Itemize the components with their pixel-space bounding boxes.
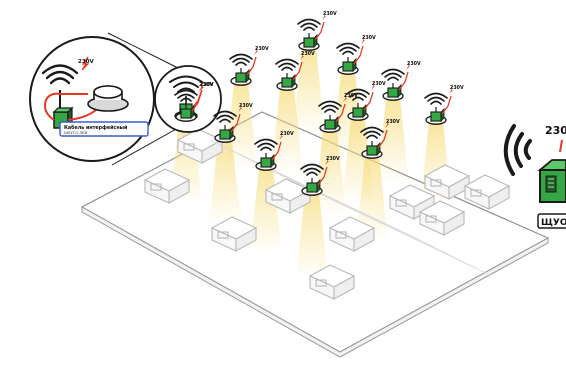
wifi-signal-icon (318, 100, 342, 113)
node-voltage: 230V (450, 85, 464, 91)
callout-voltage: 230V (78, 59, 94, 65)
wireless-sensor-icon (303, 37, 315, 48)
zoom-node-voltage: 230V (199, 82, 213, 88)
cnc-machine-icon (388, 184, 436, 220)
wireless-sensor-icon (180, 108, 192, 119)
sensor-node: 230V (336, 34, 376, 75)
sensor-node: 230V (346, 80, 386, 121)
node-voltage: 230V (323, 11, 337, 17)
node-voltage: 230V (362, 35, 376, 41)
sensor-nodes: 230V 230V 230V 230V 230V 230V 230V 230V 230V 230V… (174, 10, 464, 196)
lightning-icon (361, 34, 365, 44)
sensor-node: 230V (229, 45, 269, 86)
sensor-node: 230V (174, 81, 214, 122)
node-voltage: 230V (372, 81, 386, 87)
cnc-machine-icon (264, 178, 312, 214)
lightning-icon (325, 155, 329, 165)
cnc-machine-icon (423, 164, 471, 200)
wifi-signal-icon (297, 18, 321, 31)
lightning-icon (385, 118, 389, 128)
cnc-machine-icon (308, 264, 356, 300)
wifi-signal-icon (229, 53, 253, 66)
lightning-icon (322, 10, 326, 20)
signal-beam (296, 193, 328, 279)
sensor-node: 230V (381, 60, 421, 101)
lightning-icon (300, 50, 304, 60)
signal-beam (209, 140, 241, 226)
wireless-sensor-icon (219, 129, 231, 140)
lightning-icon (406, 60, 410, 70)
cnc-machine-icon (463, 174, 511, 210)
sensor-node: 230V (360, 118, 400, 159)
lightning-icon (343, 92, 347, 102)
node-voltage: 230V (200, 82, 214, 88)
wireless-sensor-icon (387, 87, 399, 98)
detail-callout: 230V Кабель интерфейсный ШУУСО-ЗЕВ (29, 36, 155, 162)
sensor-node: 230V (275, 50, 315, 91)
node-voltage: 230V (255, 46, 269, 52)
sensor-node: 230V (300, 155, 340, 196)
signal-beam (342, 118, 374, 204)
cnc-machine-icon (418, 200, 466, 236)
lightning-icon (371, 80, 375, 90)
cnc-machine-icon (328, 216, 376, 252)
sensor-node: 230V (254, 130, 294, 171)
lightning-icon (449, 84, 453, 94)
wifi-signal-icon (360, 126, 384, 139)
lightning-icon (238, 102, 242, 112)
sensor-node: 230V (424, 84, 464, 125)
wireless-sensor-icon (235, 72, 247, 83)
cabinet-voltage: 230 (545, 124, 566, 137)
wifi-signal-icon (503, 124, 532, 176)
sensor-node: 230V (213, 102, 253, 143)
wireless-sensor-icon (352, 107, 364, 118)
wireless-sensor-icon (342, 61, 354, 72)
cable-label-subtitle: ШУУСО-ЗЕВ (64, 130, 88, 135)
sensor-node: 230V (297, 10, 337, 51)
wireless-sensor-icon (324, 119, 336, 130)
cabinet-label: ЩУО (541, 218, 566, 228)
wireless-sensor-icon (306, 182, 318, 193)
wifi-signal-icon (424, 92, 448, 105)
signal-beam (293, 48, 325, 134)
signal-beam (271, 88, 303, 174)
node-voltage: 230V (301, 51, 315, 57)
lightning-icon (81, 56, 90, 71)
node-voltage: 230V (386, 119, 400, 125)
signal-beam (225, 83, 257, 169)
lightning-icon (254, 45, 258, 55)
wifi-signal-icon (346, 88, 370, 101)
lightning-icon (279, 130, 283, 140)
wireless-sensor-icon (281, 77, 293, 88)
cnc-machine-icon (210, 216, 258, 252)
node-voltage: 230V (280, 131, 294, 137)
cable-label-box (59, 121, 149, 137)
node-voltage: 230V (326, 156, 340, 162)
cable-label-title: Кабель интерфейсный (64, 124, 127, 131)
wifi-signal-icon (275, 58, 299, 71)
wifi-signal-icon (174, 89, 198, 102)
node-voltage: 230V (239, 103, 253, 109)
wifi-signal-icon (41, 64, 79, 85)
signal-beam (377, 98, 409, 184)
wireless-sensor-icon (430, 111, 442, 122)
wifi-signal-icon (254, 138, 278, 151)
cabinet-label-box (537, 213, 566, 229)
wifi-signal-icon (300, 163, 324, 176)
node-voltage: 230V (407, 61, 421, 67)
wireless-sensor-icon (366, 145, 378, 156)
cnc-machine-icon (143, 168, 191, 204)
wifi-signal-icon (169, 75, 203, 93)
control-cabinet-icon (537, 159, 566, 203)
control-cabinet: 230 ЩУО (503, 124, 566, 229)
wifi-signal-icon (213, 110, 237, 123)
lightning-icon (199, 81, 203, 91)
wireless-sensor-icon (260, 157, 272, 168)
zoom-connector (107, 32, 179, 166)
wifi-signal-icon (381, 68, 405, 81)
puck-sensor-icon (87, 85, 129, 112)
wifi-signal-icon (336, 42, 360, 55)
